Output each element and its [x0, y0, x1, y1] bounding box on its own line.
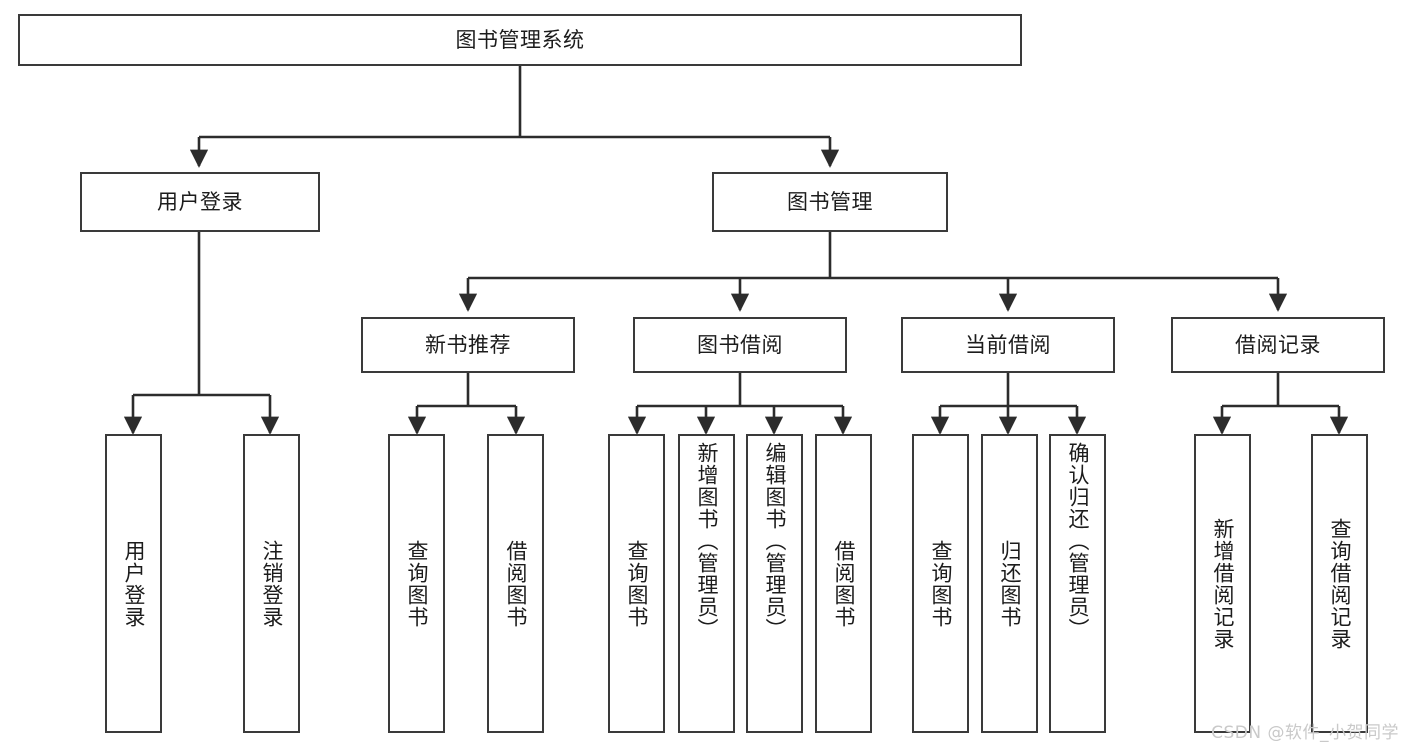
leaf-borrow-borrow-book[interactable]: 借阅图书	[815, 434, 872, 733]
leaf-current-confirm-return-admin-label: 确认归还（管理员）	[1065, 442, 1090, 640]
node-book-management-label: 图书管理	[787, 189, 873, 214]
node-root-label: 图书管理系统	[455, 27, 585, 52]
leaf-user-login-logout-label: 注销登录	[259, 539, 284, 628]
csdn-watermark: CSDN @软件_小贺同学	[1211, 723, 1399, 743]
node-new-book-recommend-label: 新书推荐	[425, 332, 511, 357]
leaf-new-book-query-book-label: 查询图书	[404, 539, 429, 628]
leaf-borrow-borrow-book-label: 借阅图书	[831, 539, 856, 628]
leaf-borrow-edit-book-admin-label: 编辑图书（管理员）	[762, 442, 787, 640]
node-user-login[interactable]: 用户登录	[80, 172, 320, 232]
leaf-current-query-book-label: 查询图书	[928, 539, 953, 628]
node-user-login-label: 用户登录	[157, 189, 243, 214]
node-new-book-recommend[interactable]: 新书推荐	[361, 317, 575, 373]
leaf-borrow-query-book[interactable]: 查询图书	[608, 434, 665, 733]
node-borrow-record[interactable]: 借阅记录	[1171, 317, 1385, 373]
leaf-borrow-query-book-label: 查询图书	[624, 539, 649, 628]
node-current-borrow[interactable]: 当前借阅	[901, 317, 1115, 373]
leaf-borrow-add-book-admin[interactable]: 新增图书（管理员）	[678, 434, 735, 733]
leaf-new-book-borrow-book[interactable]: 借阅图书	[487, 434, 544, 733]
leaf-borrow-add-book-admin-label: 新增图书（管理员）	[694, 442, 719, 640]
node-book-borrow[interactable]: 图书借阅	[633, 317, 847, 373]
leaf-new-book-query-book[interactable]: 查询图书	[388, 434, 445, 733]
leaf-user-login-login[interactable]: 用户登录	[105, 434, 162, 733]
leaf-record-query-record-label: 查询借阅记录	[1327, 517, 1352, 650]
leaf-current-return-book-label: 归还图书	[997, 539, 1022, 628]
node-root-book-management-system[interactable]: 图书管理系统	[18, 14, 1022, 66]
node-current-borrow-label: 当前借阅	[965, 332, 1051, 357]
leaf-current-query-book[interactable]: 查询图书	[912, 434, 969, 733]
leaf-current-confirm-return-admin[interactable]: 确认归还（管理员）	[1049, 434, 1106, 733]
leaf-current-return-book[interactable]: 归还图书	[981, 434, 1038, 733]
leaf-new-book-borrow-book-label: 借阅图书	[503, 539, 528, 628]
node-book-borrow-label: 图书借阅	[697, 332, 783, 357]
leaf-record-add-record-label: 新增借阅记录	[1210, 517, 1235, 650]
node-book-management[interactable]: 图书管理	[712, 172, 948, 232]
leaf-borrow-edit-book-admin[interactable]: 编辑图书（管理员）	[746, 434, 803, 733]
leaf-user-login-logout[interactable]: 注销登录	[243, 434, 300, 733]
leaf-record-add-record[interactable]: 新增借阅记录	[1194, 434, 1251, 733]
leaf-user-login-login-label: 用户登录	[121, 539, 146, 628]
node-borrow-record-label: 借阅记录	[1235, 332, 1321, 357]
leaf-record-query-record[interactable]: 查询借阅记录	[1311, 434, 1368, 733]
